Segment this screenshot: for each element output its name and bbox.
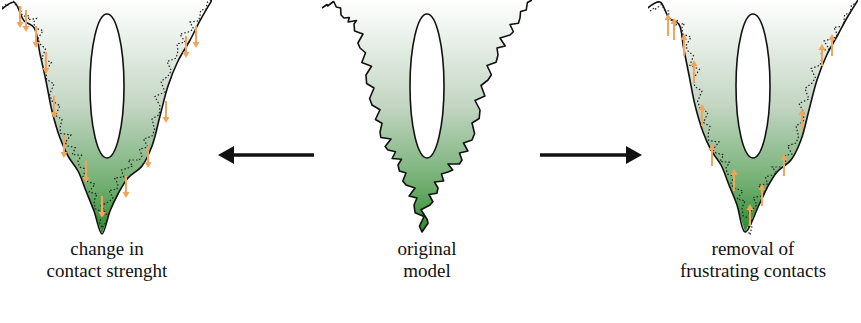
- shift-arrowhead: [781, 154, 788, 160]
- shift-arrow: [733, 174, 735, 191]
- shift-arrowhead: [51, 112, 58, 118]
- shift-arrow: [85, 161, 87, 178]
- shift-arrow: [749, 209, 751, 226]
- arrow-shaft: [234, 153, 314, 157]
- shift-arrow: [801, 114, 803, 131]
- funnel-fill: [322, 0, 532, 232]
- funnel-outline: [648, 0, 858, 232]
- shift-arrowhead: [709, 144, 716, 150]
- shift-arrowhead: [759, 184, 766, 190]
- panel-caption: original model: [391, 238, 463, 282]
- shift-arrowhead: [681, 34, 688, 40]
- shift-arrow: [165, 101, 167, 118]
- shift-arrow: [701, 109, 703, 126]
- shift-arrow: [101, 196, 103, 213]
- previous-outline: [650, 3, 856, 235]
- funnel-panel: original model: [322, 0, 532, 323]
- shift-arrow: [667, 19, 669, 36]
- shift-arrow: [45, 52, 47, 69]
- shift-arrow: [831, 39, 833, 56]
- funnel-outline: [2, 0, 212, 234]
- arrow-head: [626, 146, 642, 164]
- shift-arrow: [683, 39, 685, 56]
- shift-arrow: [673, 23, 675, 40]
- funnel-fill: [648, 0, 858, 232]
- shift-arrows: [665, 14, 836, 226]
- shift-arrowhead: [665, 14, 672, 20]
- shift-arrowhead: [17, 22, 24, 28]
- panel-caption: change in contact strenght: [42, 238, 172, 282]
- shift-arrow: [711, 149, 713, 166]
- shift-arrowhead: [829, 34, 836, 40]
- shift-arrow: [693, 65, 695, 82]
- shift-arrow: [783, 159, 785, 176]
- shift-arrowhead: [799, 109, 806, 115]
- shift-arrowhead: [43, 68, 50, 74]
- shift-arrowhead: [145, 162, 152, 168]
- shift-arrowhead: [163, 117, 170, 123]
- shift-arrowhead: [183, 52, 190, 58]
- transform-arrow: [540, 146, 642, 164]
- shift-arrowhead: [747, 204, 754, 210]
- transform-arrow: [218, 146, 314, 164]
- shift-arrowhead: [83, 177, 90, 183]
- shift-arrow: [19, 6, 21, 23]
- funnel-panel: change in contact strenght: [2, 0, 212, 323]
- funnel-hole: [736, 14, 770, 158]
- funnel-hole: [410, 14, 444, 158]
- previous-outline: [2, 0, 212, 228]
- panel-caption: removal of frustrating contacts: [674, 238, 832, 282]
- arrow-shaft: [540, 153, 626, 157]
- shift-arrow: [63, 136, 65, 153]
- shift-arrows: [17, 6, 200, 218]
- shift-arrowhead: [691, 60, 698, 66]
- shift-arrow: [147, 146, 149, 163]
- shift-arrow: [35, 26, 37, 43]
- arrow-head: [218, 146, 234, 164]
- shift-arrow: [821, 49, 823, 66]
- funnel-panel: removal of frustrating contacts: [648, 0, 858, 323]
- shift-arrowhead: [819, 44, 826, 50]
- energy-funnel: [648, 0, 858, 236]
- energy-funnel: [2, 0, 212, 236]
- shift-arrow: [53, 96, 55, 113]
- funnel-outline: [322, 0, 532, 232]
- shift-arrowhead: [731, 169, 738, 175]
- shift-arrow: [761, 189, 763, 206]
- shift-arrowhead: [193, 42, 200, 48]
- shift-arrowhead: [99, 212, 106, 218]
- funnel-fill: [2, 0, 212, 234]
- shift-arrow: [185, 36, 187, 53]
- shift-arrowhead: [61, 152, 68, 158]
- shift-arrow: [125, 176, 127, 193]
- shift-arrowhead: [33, 42, 40, 48]
- shift-arrowhead: [671, 18, 678, 24]
- shift-arrowhead: [23, 26, 30, 32]
- energy-funnel: [322, 0, 532, 236]
- shift-arrowhead: [123, 192, 130, 198]
- shift-arrow: [25, 10, 27, 27]
- shift-arrow: [195, 26, 197, 43]
- funnel-hole: [90, 14, 124, 158]
- shift-arrowhead: [699, 104, 706, 110]
